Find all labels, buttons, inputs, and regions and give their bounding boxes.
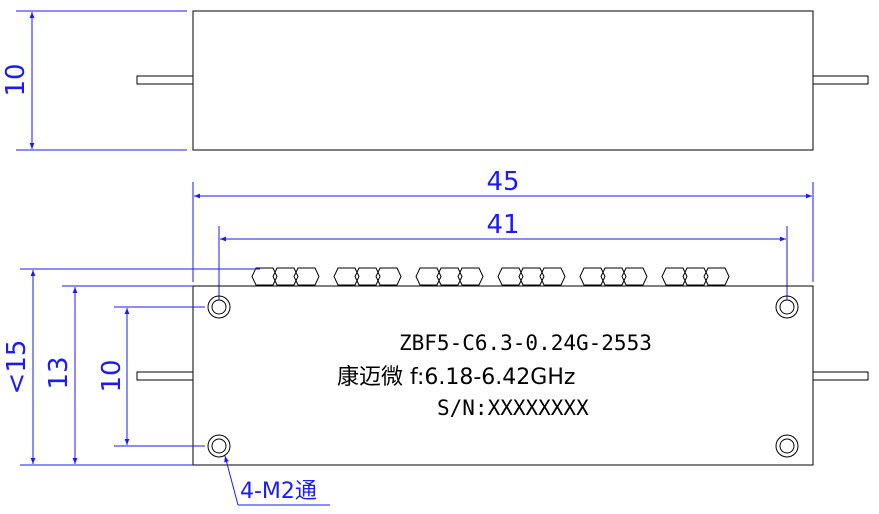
tuning-screw-group (415, 267, 484, 286)
tuning-screw-nut (354, 267, 381, 286)
tuning-screw-nut (518, 267, 545, 286)
tuning-screw-nut (457, 267, 484, 286)
dim-width-body-label: 13 (44, 356, 74, 389)
tuning-screws (251, 267, 730, 286)
tuning-screw-nut (293, 267, 320, 286)
plan-view-left-pin (136, 371, 194, 381)
dim-length-holes (218, 226, 788, 300)
side-view (136, 10, 869, 151)
mounting-hole (775, 434, 799, 458)
label-serial: S/N:XXXXXXXX (437, 396, 589, 420)
dim-length-overall (192, 182, 814, 282)
tuning-screw-nut (621, 267, 648, 286)
tuning-screw-nut (436, 267, 463, 286)
tuning-screw-nut (251, 267, 278, 286)
tuning-screw-nut (600, 267, 627, 286)
dim-width-overall-label: <15 (2, 340, 32, 395)
mounting-hole (207, 295, 231, 319)
dim-height-top-label: 10 (1, 63, 31, 96)
tuning-screw-nut (497, 267, 524, 286)
dim-length-holes-label: 41 (486, 210, 519, 240)
tuning-screw-nut (539, 267, 566, 286)
hole-callout-label: 4-M2通 (240, 479, 317, 504)
label-brand-frequency: 康迈微 f:6.18-6.42GHz (337, 365, 575, 390)
tuning-screw-group (579, 267, 648, 286)
tuning-screw-group (251, 267, 320, 286)
label-model: ZBF5-C6.3-0.24G-2553 (399, 331, 652, 355)
mounting-hole (207, 434, 231, 458)
dim-length-overall-label: 45 (486, 167, 519, 197)
mounting-holes (207, 295, 799, 458)
tuning-screw-nut (661, 267, 688, 286)
dim-hole-spacing-label: 10 (97, 359, 127, 392)
dim-width-body (62, 285, 193, 464)
side-view-left-pin (136, 75, 194, 85)
tuning-screw-nut (415, 267, 442, 286)
tuning-screw-nut (703, 267, 730, 286)
dim-width-overall (20, 268, 260, 466)
tuning-screw-nut (682, 267, 709, 286)
plan-view-right-pin (812, 371, 869, 381)
hole-callout-leader (224, 455, 330, 506)
tuning-screw-group (497, 267, 566, 286)
side-view-right-pin (812, 75, 869, 85)
dim-height-top (16, 10, 187, 151)
tuning-screw-nut (272, 267, 299, 286)
tuning-screw-group (661, 267, 730, 286)
tuning-screw-nut (375, 267, 402, 286)
tuning-screw-nut (333, 267, 360, 286)
tuning-screw-nut (579, 267, 606, 286)
tuning-screw-group (333, 267, 402, 286)
mounting-hole (775, 295, 799, 319)
side-view-body (192, 10, 814, 151)
plan-view (136, 285, 869, 466)
dim-hole-spacing (114, 306, 205, 447)
